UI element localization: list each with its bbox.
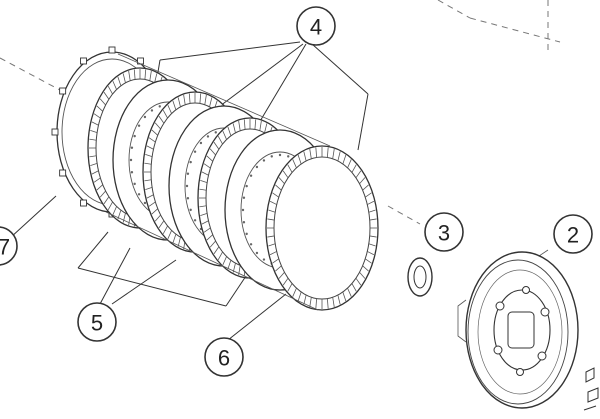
callout-label: 6 [218, 346, 230, 371]
callout-5[interactable]: 5 [77, 302, 117, 342]
pressure-plate [457, 251, 579, 409]
reference-lines [0, 0, 561, 225]
callout-label: 7 [0, 235, 10, 260]
stack-outline-bottom [105, 211, 319, 311]
callout-label: 5 [91, 311, 103, 336]
callout-circle [77, 302, 117, 342]
spring-fragment [583, 367, 599, 411]
thrust-washer [407, 257, 433, 297]
friction-plate [265, 145, 379, 311]
callout-circle [204, 337, 244, 377]
callout-circle-highlight [424, 212, 464, 252]
callout-2[interactable]: 2 [553, 214, 593, 254]
callout-4[interactable]: 4 [296, 6, 336, 46]
callout-6[interactable]: 6 [204, 337, 244, 377]
callout-label: 3 [438, 221, 450, 246]
callout-3[interactable]: 3 [424, 212, 464, 252]
callout-label: 2 [567, 223, 579, 248]
stack-outline-top [117, 53, 331, 147]
callout-label: 4 [310, 15, 322, 40]
callout-7[interactable]: 7 [0, 226, 18, 266]
clutch-plate-stack [51, 46, 379, 311]
callout-circle [0, 226, 18, 266]
callout-circle [553, 214, 593, 254]
callout-circle [296, 6, 336, 46]
